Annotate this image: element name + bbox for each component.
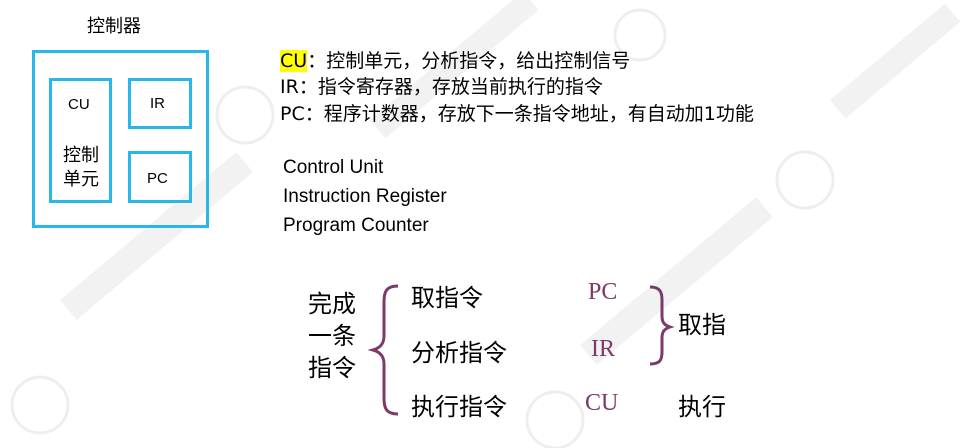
pc-abbr: PC [280, 103, 305, 125]
execute-phase-label: 执行 [678, 393, 726, 421]
register-ir: IR [591, 336, 615, 362]
ir-description-text: ：指令寄存器，存放当前执行的指令 [298, 76, 603, 98]
pc-box [128, 151, 192, 203]
ir-abbr: IR [280, 76, 299, 98]
left-brace [367, 284, 399, 416]
english-name-ir: Instruction Register [283, 186, 447, 207]
description-cu: CU：控制单元，分析指令，给出控制信号 [280, 50, 630, 73]
ir-box [128, 78, 192, 129]
description-pc: PC：程序计数器，存放下一条指令地址，有自动加1功能 [280, 103, 754, 126]
english-name-cu: Control Unit [283, 157, 384, 178]
complete-line1: 完成 [308, 290, 356, 318]
ir-box-label: IR [150, 95, 165, 112]
cu-abbr-highlight: CU [280, 50, 308, 72]
controller-box [32, 50, 209, 228]
complete-line2: 一条 [308, 322, 356, 350]
register-cu: CU [585, 390, 619, 416]
complete-line3: 指令 [308, 354, 356, 382]
fetch-phase-label: 取指 [678, 311, 726, 339]
cu-description-text: ：控制单元，分析指令，给出控制信号 [307, 50, 631, 72]
register-pc: PC [588, 279, 618, 305]
cu-name-line1: 控制 [63, 145, 99, 166]
cu-box-label: CU [68, 96, 90, 113]
english-name-pc: Program Counter [283, 215, 429, 236]
description-ir: IR：指令寄存器，存放当前执行的指令 [280, 76, 603, 99]
cu-box [49, 78, 112, 203]
pc-description-text: ：程序计数器，存放下一条指令地址，有自动加1功能 [304, 103, 754, 125]
right-brace [649, 285, 675, 366]
step-analyze-instruction: 分析指令 [411, 339, 507, 367]
pc-box-label: PC [147, 170, 168, 187]
step-execute-instruction: 执行指令 [411, 393, 507, 421]
controller-title: 控制器 [87, 16, 141, 37]
complete-instruction-label: 完成 一条 指令 [306, 288, 358, 384]
step-fetch-instruction: 取指令 [411, 284, 483, 312]
cu-name-line2: 单元 [63, 169, 99, 190]
cu-full-name: 控制 单元 [60, 144, 102, 192]
